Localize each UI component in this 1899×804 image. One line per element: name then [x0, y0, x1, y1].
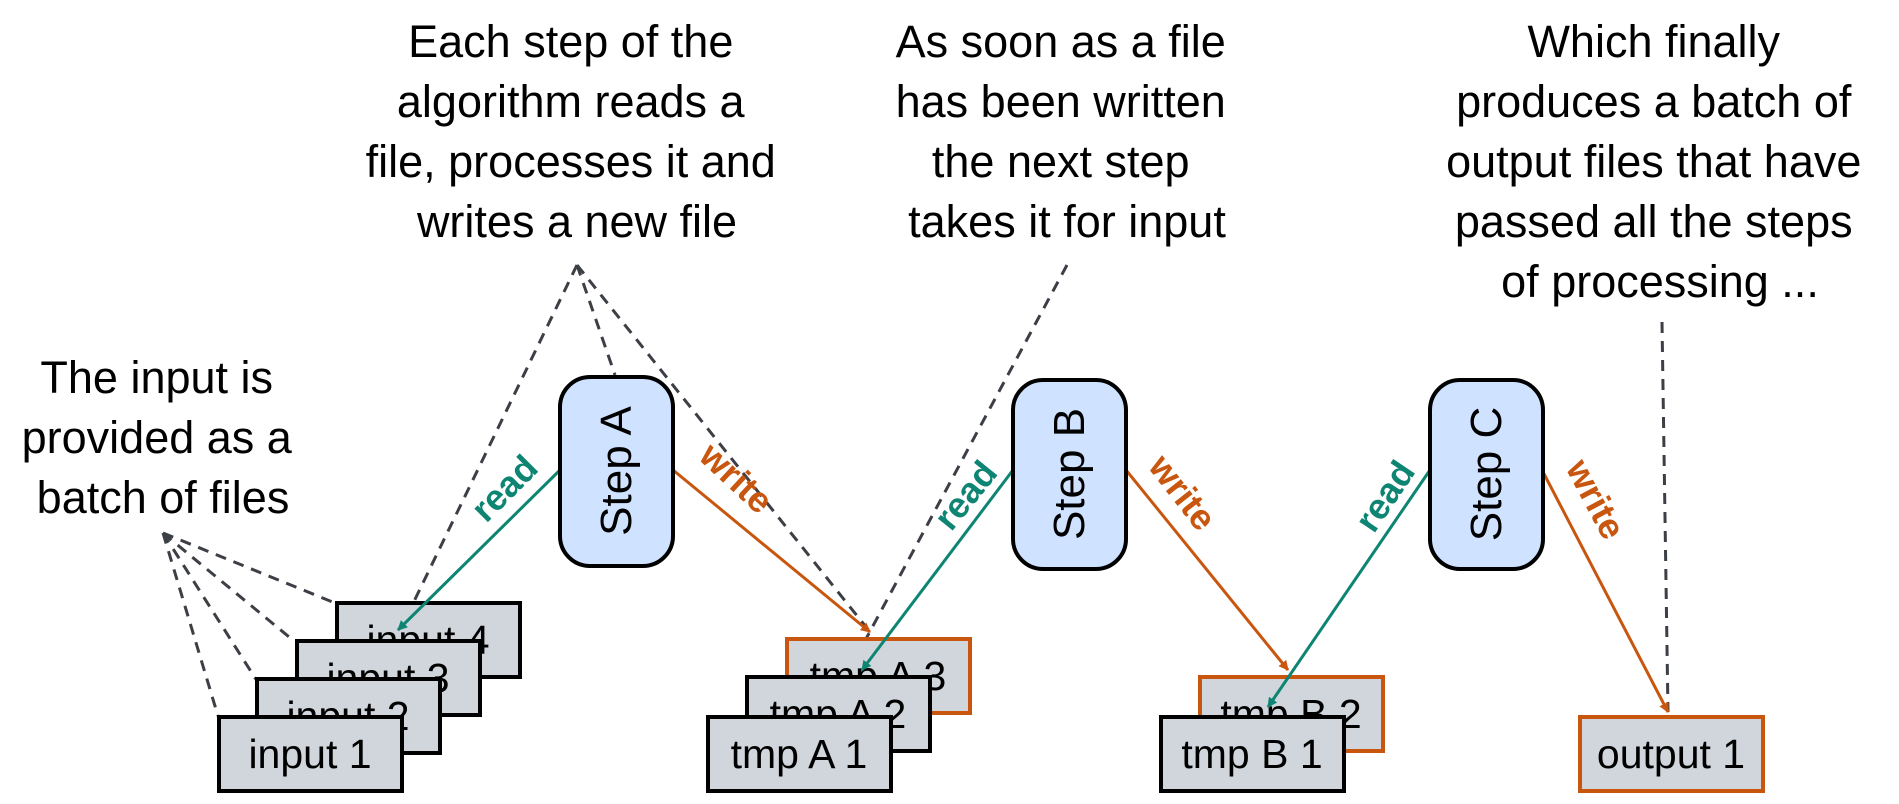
step-a-label: Step A — [592, 406, 641, 536]
leader-lines — [161, 264, 1670, 717]
edges — [396, 468, 1670, 713]
write-label-b: write — [1140, 446, 1225, 538]
step-a[interactable]: Step A — [558, 375, 675, 568]
svg-text:input 1: input 1 — [248, 731, 371, 777]
file-input-1[interactable]: input 1 — [217, 715, 404, 793]
output-files: output 1 — [1578, 715, 1765, 793]
leader-input-3 — [162, 531, 295, 643]
input-files: input 4 input 3 input 2 input 1 — [217, 601, 522, 793]
file-tmp-b-1[interactable]: tmp B 1 — [1159, 715, 1346, 793]
svg-text:tmp B 1: tmp B 1 — [1181, 731, 1322, 777]
leader-soon-tmpa — [858, 264, 1069, 651]
leader-final-output — [1660, 321, 1670, 713]
note-step: Each step of the algorithm reads a file,… — [366, 16, 789, 247]
step-b[interactable]: Step B — [1011, 378, 1128, 571]
leader-step-input — [403, 264, 579, 621]
step-c[interactable]: Step C — [1428, 378, 1545, 571]
leader-input-1 — [161, 532, 220, 717]
leader-input-4 — [162, 531, 336, 605]
read-arrow-c — [1266, 469, 1432, 708]
note-final: Which finally produces a batch of output… — [1446, 16, 1874, 307]
write-label-c: write — [1558, 452, 1634, 546]
svg-text:output 1: output 1 — [1597, 731, 1745, 777]
note-input: The input is provided as a batch of file… — [22, 352, 305, 523]
write-label-a: write — [691, 434, 781, 522]
leader-step-tmpa — [575, 264, 872, 633]
write-arrow-b — [1124, 469, 1290, 671]
file-output-1[interactable]: output 1 — [1578, 715, 1765, 793]
svg-text:tmp A 1: tmp A 1 — [731, 731, 868, 777]
tmp-a-files: tmp A 3 tmp A 2 tmp A 1 — [706, 637, 972, 793]
read-arrow-a — [396, 468, 562, 632]
step-c-label: Step C — [1462, 407, 1511, 542]
tmp-b-files: tmp B 2 tmp B 1 — [1159, 675, 1385, 793]
write-arrow-a — [672, 468, 871, 634]
write-arrow-c — [1540, 469, 1670, 713]
step-b-label: Step B — [1045, 408, 1094, 540]
read-label-a: read — [463, 447, 546, 530]
file-tmp-a-1[interactable]: tmp A 1 — [706, 715, 893, 793]
read-arrow-b — [860, 469, 1015, 671]
leader-input-2 — [161, 532, 259, 682]
leader-step-stepa — [575, 264, 617, 376]
note-soon: As soon as a file has been written the n… — [896, 16, 1239, 247]
